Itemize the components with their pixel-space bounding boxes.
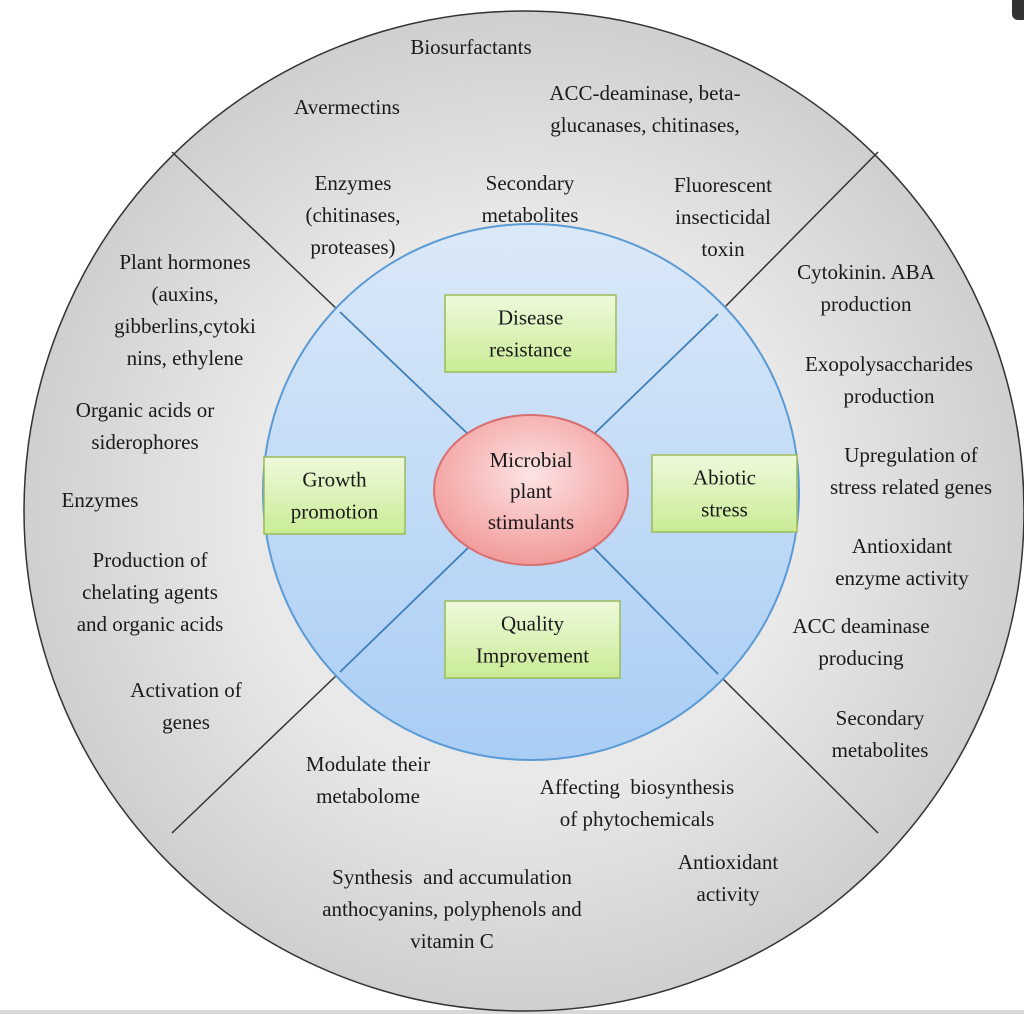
bottom-sector-label: metabolome	[316, 784, 420, 808]
top-sector-label: toxin	[701, 237, 745, 261]
right-sector-label: producing	[818, 646, 904, 670]
quality-improvement-label: Quality	[501, 612, 564, 636]
bottom-divider	[0, 1010, 1024, 1014]
left-sector-label: chelating agents	[82, 580, 218, 604]
bottom-sector-label: activity	[697, 882, 760, 906]
bottom-sector-label: Affecting biosynthesis	[540, 775, 734, 799]
right-sector-label: Cytokinin. ABA	[797, 260, 936, 284]
left-sector-label: Organic acids or	[76, 398, 214, 422]
top-sector-label: Secondary	[486, 171, 575, 195]
left-sector-label: nins, ethylene	[127, 346, 244, 370]
right-sector-label: ACC deaminase	[792, 614, 929, 638]
left-sector-label: gibberlins,cytoki	[114, 314, 256, 338]
abiotic-stress-box	[651, 454, 798, 533]
divider-top-left	[171, 151, 341, 313]
top-sector-label: (chitinases,	[305, 203, 400, 227]
bottom-sector-label: of phytochemicals	[560, 807, 715, 831]
bottom-sector-label: anthocyanins, polyphenols and	[322, 897, 582, 921]
right-sector-label: stress related genes	[830, 475, 992, 499]
growth-promotion-label: promotion	[291, 500, 379, 524]
inner-divider-bottom-left	[339, 545, 471, 673]
inner-divider-top-left	[339, 311, 471, 437]
sector-dividers	[171, 151, 879, 834]
left-sector-label: (auxins,	[151, 282, 218, 306]
right-sector-label: Upregulation of	[844, 443, 978, 467]
divider-bottom-right	[717, 673, 879, 834]
left-sector-label: genes	[162, 710, 210, 734]
left-sector-label: Enzymes	[62, 488, 139, 512]
bottom-sector-label: vitamin C	[410, 929, 493, 953]
center-ellipse	[433, 414, 629, 566]
disease-resistance-box	[444, 294, 617, 373]
right-sector-label: production	[821, 292, 912, 316]
right-sector-label: Antioxidant	[852, 534, 952, 558]
left-sector-label: Plant hormones	[119, 250, 250, 274]
right-sector-label: production	[844, 384, 935, 408]
right-sector-label: Secondary	[836, 706, 925, 730]
center-title: Microbial	[490, 448, 573, 472]
growth-promotion-box	[263, 456, 406, 535]
bottom-sector-label: Synthesis and accumulation	[332, 865, 572, 889]
left-sector-label: and organic acids	[77, 612, 224, 636]
right-sector-label: metabolites	[832, 738, 929, 762]
quality-improvement-box	[444, 600, 621, 679]
top-sector-label: Avermectins	[294, 95, 400, 119]
abiotic-stress-label: Abiotic	[693, 466, 756, 490]
abiotic-stress-label: stress	[701, 498, 748, 522]
left-sector-label: Production of	[93, 548, 208, 572]
top-sector-label: Enzymes	[315, 171, 392, 195]
right-sector-label: enzyme activity	[835, 566, 969, 590]
center-title: stimulants	[488, 510, 574, 534]
top-sector-label: Biosurfactants	[410, 35, 531, 59]
top-sector-label: glucanases, chitinases,	[550, 113, 740, 137]
center-title: plant	[510, 479, 552, 503]
top-sector-label: ACC-deaminase, beta-	[549, 81, 740, 105]
divider-bottom-left	[171, 671, 341, 834]
bottom-sector-label: Antioxidant	[678, 850, 778, 874]
disease-resistance-label: Disease	[498, 306, 563, 330]
disease-resistance-label: resistance	[489, 338, 572, 362]
bottom-sector-label: Modulate their	[306, 752, 430, 776]
inner-divider-bottom-right	[591, 545, 719, 675]
top-sector-label: insecticidal	[675, 205, 771, 229]
growth-promotion-label: Growth	[302, 468, 367, 492]
top-sector-label: metabolites	[482, 203, 579, 227]
divider-top-right	[717, 151, 879, 315]
top-sector-label: proteases)	[310, 235, 395, 259]
window-corner	[1012, 0, 1024, 20]
left-sector-label: Activation of	[130, 678, 241, 702]
right-sector-label: Exopolysaccharides	[805, 352, 973, 376]
quality-improvement-label: Improvement	[476, 644, 589, 668]
inner-divider-top-right	[591, 313, 719, 437]
top-sector-label: Fluorescent	[674, 173, 772, 197]
left-sector-label: siderophores	[91, 430, 198, 454]
